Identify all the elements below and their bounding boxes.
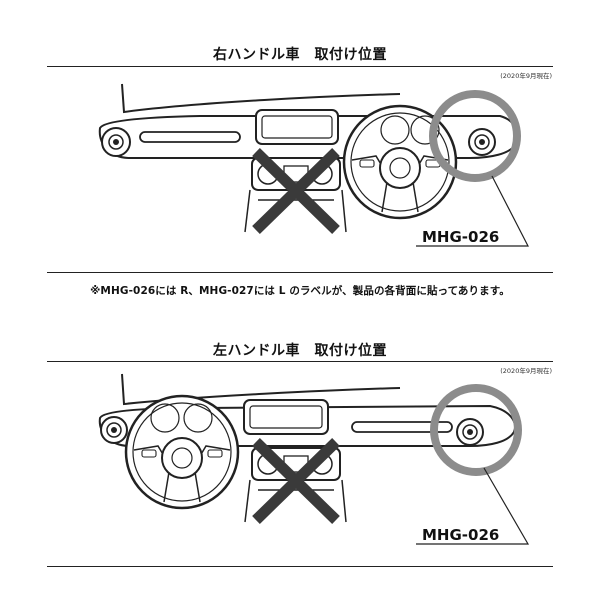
center-display: [243, 399, 329, 435]
leader-line: [416, 467, 530, 545]
lhd-dashboard-diagram: MHG-026: [98, 373, 530, 545]
section-title-lhd: 左ハンドル車 取付け位置: [213, 343, 387, 359]
date-note: (2020年9月現在): [500, 367, 552, 375]
model-label: MHG-026: [422, 228, 499, 246]
leader-line: [416, 175, 529, 247]
center-display: [255, 109, 339, 145]
note-l-letter: L: [278, 285, 286, 297]
rhd-dashboard-diagram: MHG-026: [98, 83, 529, 247]
title-rule: [47, 66, 553, 67]
label-note: ※MHG-026には R、MHG-027には L のラベルが、製品の各背面に貼っ…: [0, 283, 600, 298]
note-prefix: ※MHG-026には: [90, 285, 181, 297]
mounting-position-highlight: [430, 384, 522, 476]
date-note: (2020年9月現在): [500, 72, 552, 80]
mounting-position-highlight: [429, 90, 521, 182]
dashboard-outline: [121, 83, 401, 114]
steering-wheel: [124, 394, 240, 510]
dashboard-slot: [351, 421, 453, 433]
section-rule: [47, 272, 553, 273]
dashboard-outline: [121, 373, 401, 406]
note-suffix: のラベルが、製品の各背面に貼ってあります。: [285, 285, 510, 297]
left-air-vent: [100, 416, 128, 444]
note-middle: 、MHG-027には: [188, 285, 279, 297]
left-hand-drive-section: 左ハンドル車 取付け位置 (2020年9月現在): [0, 300, 600, 600]
right-hand-drive-section: 右ハンドル車 取付け位置 (2020年9月現在): [0, 0, 600, 290]
right-air-vent: [468, 128, 496, 156]
section-rule: [47, 566, 553, 567]
not-allowed-cross-mark: [252, 438, 340, 524]
left-air-vent: [101, 127, 131, 157]
dashboard-slot: [139, 131, 241, 143]
note-r-letter: R: [180, 285, 189, 297]
model-label: MHG-026: [422, 526, 499, 544]
section-title-rhd: 右ハンドル車 取付け位置: [213, 47, 387, 63]
not-allowed-cross-mark: [252, 148, 340, 234]
right-air-vent: [456, 418, 484, 446]
title-rule: [47, 361, 553, 362]
